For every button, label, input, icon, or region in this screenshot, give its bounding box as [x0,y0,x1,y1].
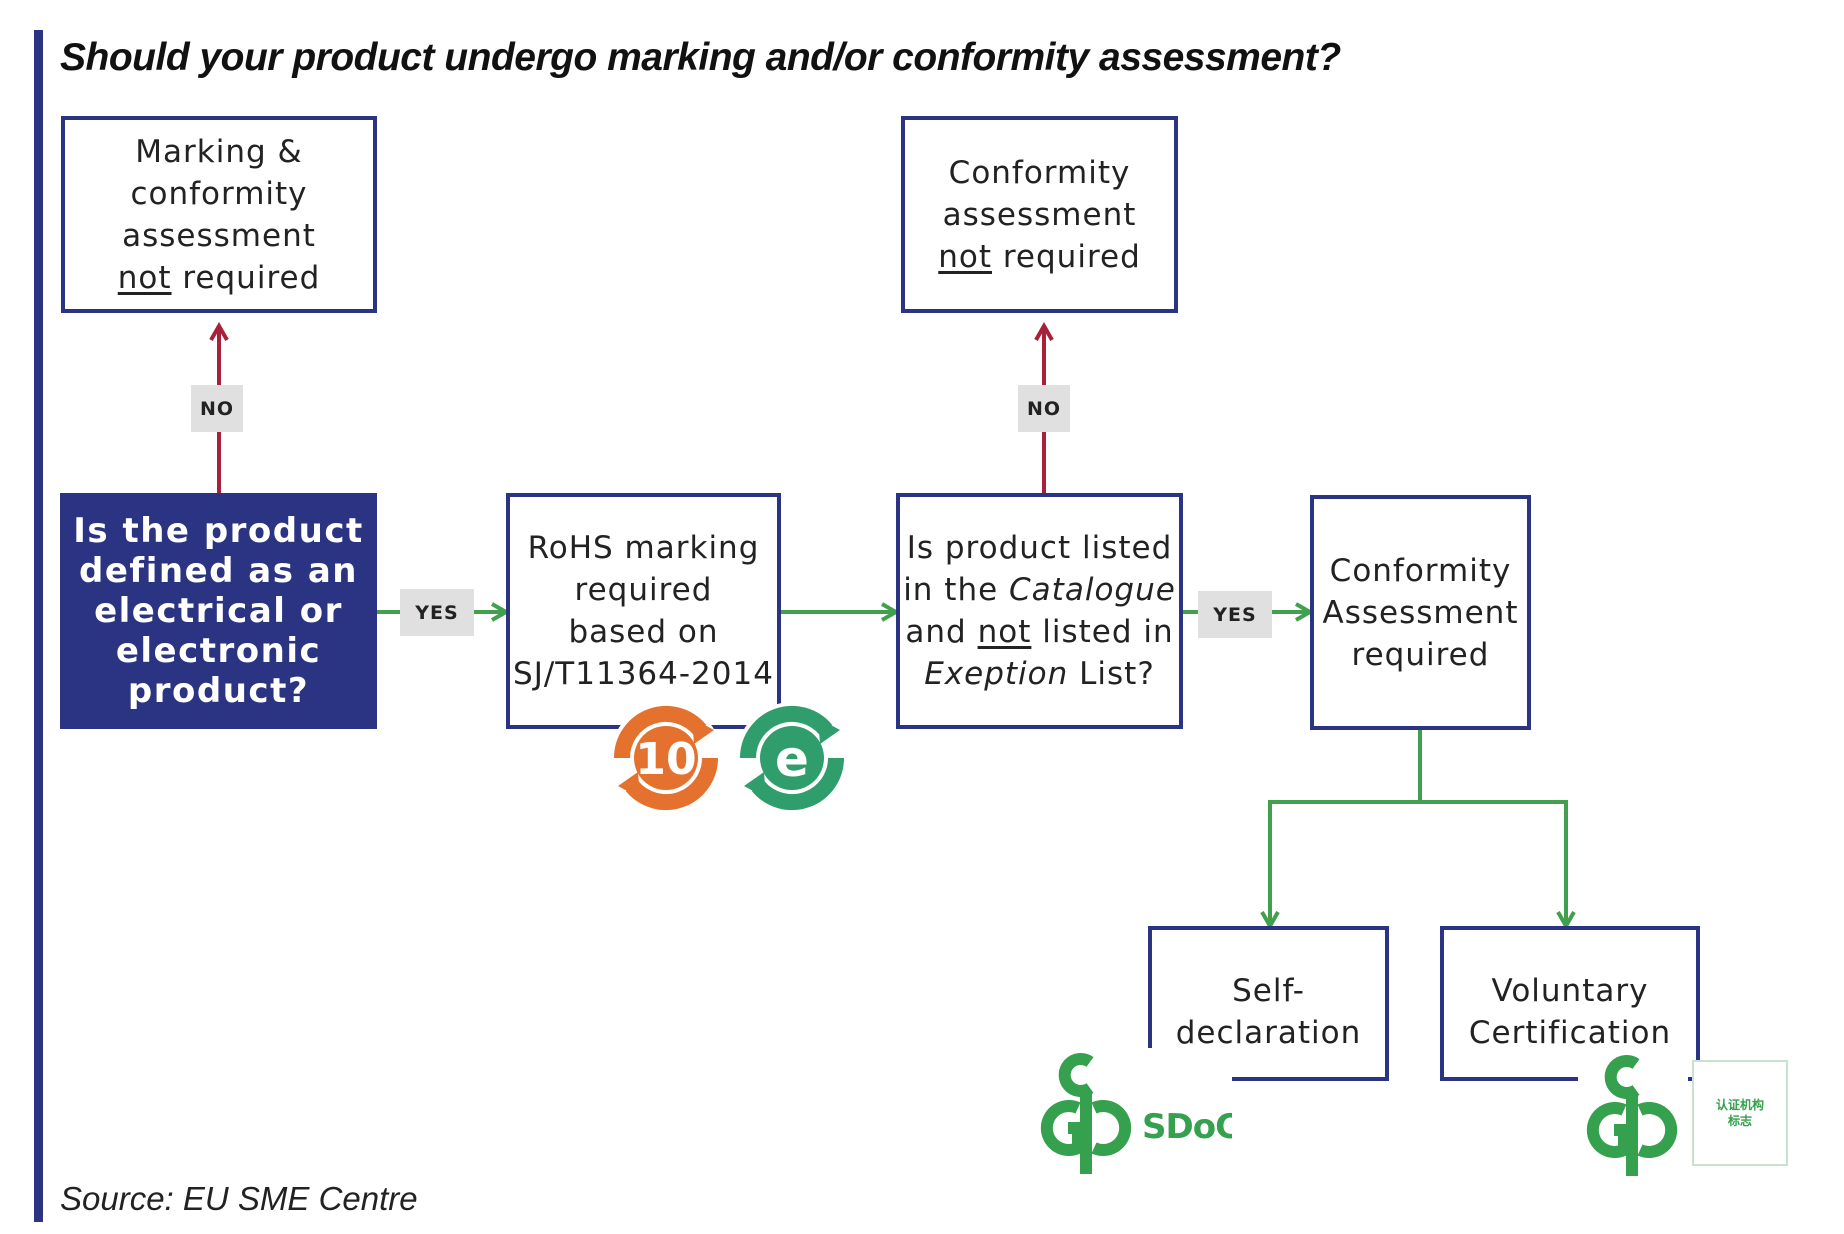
page-title: Should your product undergo marking and/… [60,36,1341,79]
svg-text:10: 10 [635,734,696,785]
marking-not-required-box: Marking & conformity assessment not requ… [61,116,377,313]
no-label: NO [191,385,243,432]
branch-connector [1260,730,1422,931]
voluntary-certification-box: Voluntary Certification [1440,926,1700,1081]
svg-text:SDoC: SDoC [1142,1107,1232,1147]
rohs-e-icon: e [736,702,848,814]
branch-connector-right [1420,800,1576,931]
rohs-required-box: RoHS marking required based on SJ/T11364… [506,493,781,729]
svg-text:e: e [775,730,809,788]
cp-sdoc-logo: SDoC [1032,1048,1232,1178]
no-label: NO [1018,385,1070,432]
rohs-10-years-icon: 10 [610,702,722,814]
certification-body-mark: 认证机构 标志 [1692,1060,1788,1166]
question-catalogue-box: Is product listed in the Catalogue and n… [896,493,1183,729]
yes-label: YES [400,589,474,636]
yes-label: YES [1198,591,1272,638]
conformity-not-required-box: Conformity assessment not required [901,116,1178,313]
source-caption: Source: EU SME Centre [60,1180,418,1217]
conformity-required-box: Conformity Assessment required [1310,495,1531,730]
question-electrical-box: Is the product defined as an electrical … [60,493,377,729]
cp-certification-logo [1578,1050,1688,1180]
left-accent-bar [34,30,43,1222]
